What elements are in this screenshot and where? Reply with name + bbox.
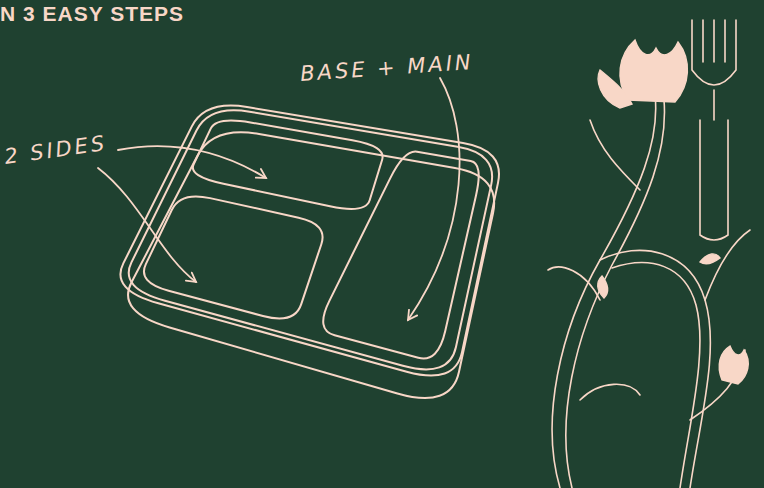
fork-neck <box>713 90 715 120</box>
callout-label: BASE + MAIN <box>299 50 474 86</box>
main-compartment <box>323 151 478 358</box>
pointer-arrow <box>98 168 196 282</box>
vine-stem <box>548 267 600 300</box>
vine-stem <box>590 120 640 190</box>
side-compartment <box>193 120 383 209</box>
vine-stem <box>566 100 665 488</box>
page-title: N 3 EASY STEPS <box>0 2 184 26</box>
fork-handle <box>700 120 728 240</box>
tulip-leaf <box>598 70 632 108</box>
leaf <box>598 276 608 298</box>
vine-stem <box>580 384 640 400</box>
vine-stem <box>612 263 700 488</box>
pointer-arrow <box>118 146 266 178</box>
vine-decoration <box>548 20 750 488</box>
tray-rim-inner <box>129 110 492 369</box>
tray-rim-outer <box>120 106 499 376</box>
bud-flower <box>719 346 748 384</box>
tulip-flower <box>620 40 688 102</box>
callout-label: 2 SIDES <box>3 131 109 169</box>
vine-stem <box>552 95 656 488</box>
pointer-arrows <box>98 78 460 320</box>
vine-stem <box>600 250 710 488</box>
lunch-tray <box>120 106 499 399</box>
leaf <box>700 254 720 264</box>
fork-head <box>692 20 736 85</box>
tray-base <box>128 132 494 398</box>
pointer-arrow <box>408 78 460 320</box>
flower-decoration <box>598 40 749 384</box>
